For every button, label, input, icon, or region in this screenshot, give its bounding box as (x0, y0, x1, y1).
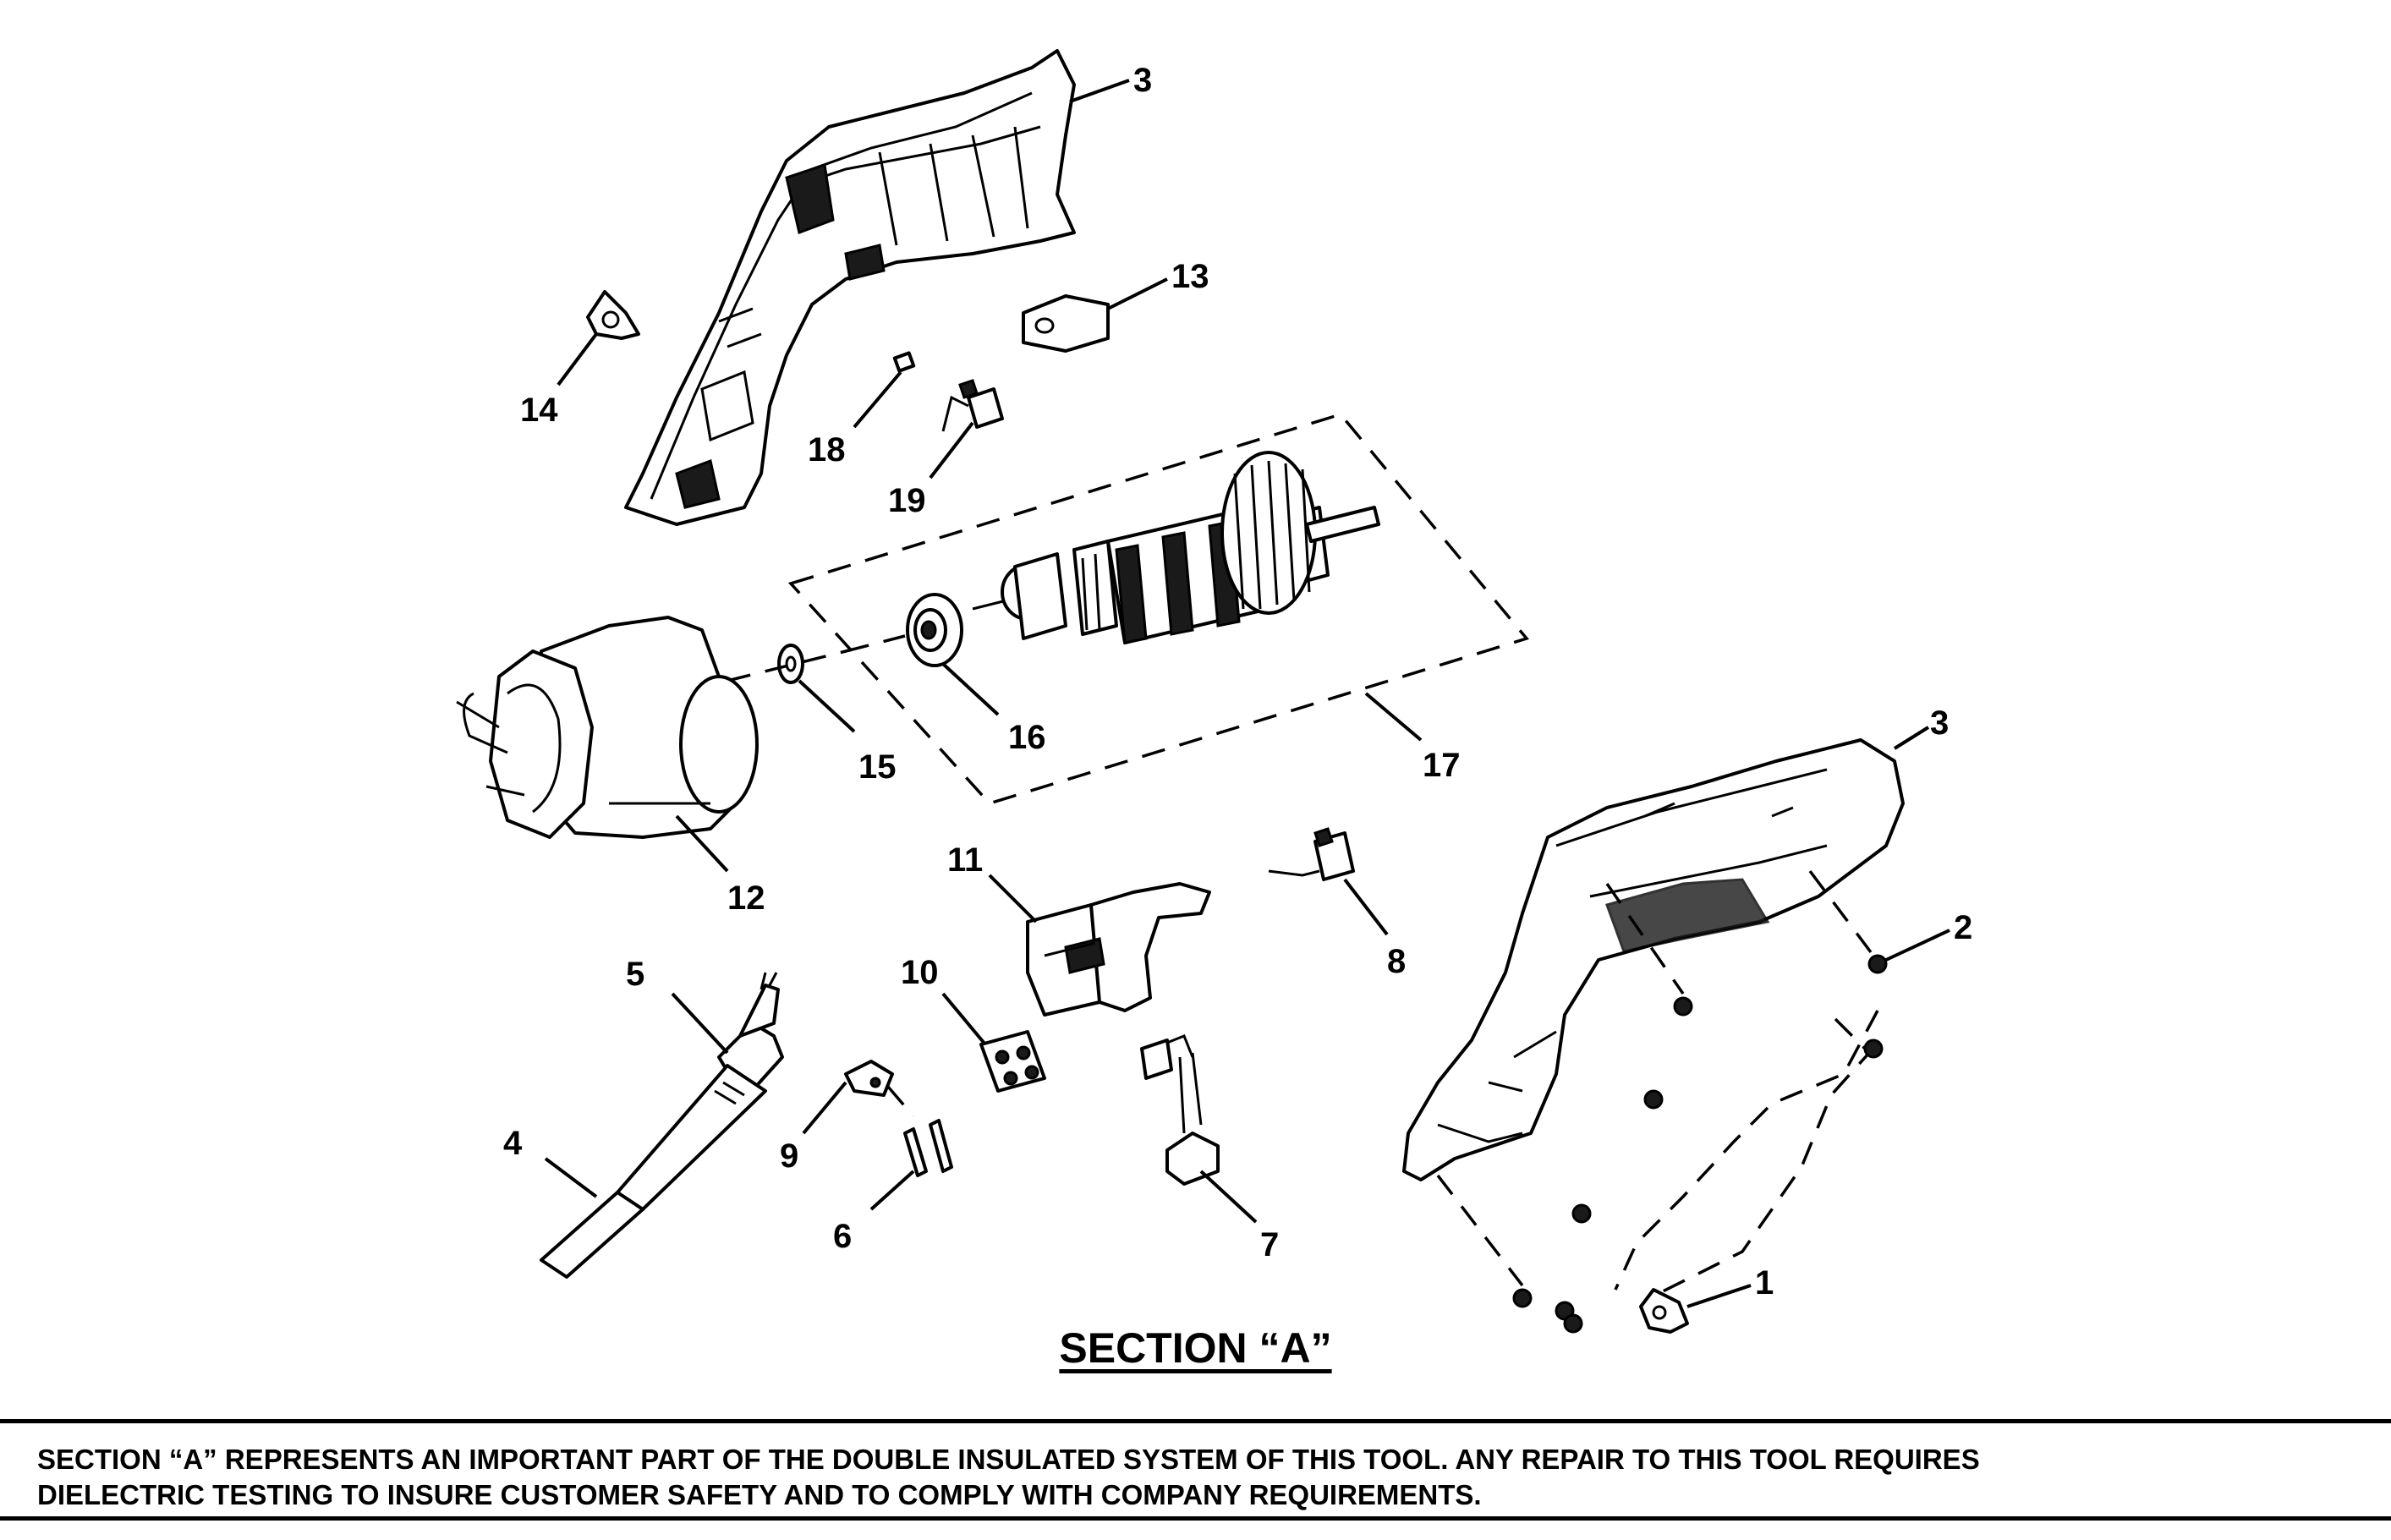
cord-clamp-9 (844, 1060, 894, 1097)
axis-line (727, 634, 906, 682)
housing-half-bottom (1402, 738, 1905, 1181)
leader-5 (671, 992, 729, 1055)
callout-1: 1 (1755, 1264, 1774, 1302)
switch-11 (1026, 882, 1211, 1017)
brush-13 (1022, 294, 1110, 353)
leader-7 (1199, 1170, 1258, 1224)
section-title-text: SECTION “A” (1059, 1324, 1332, 1372)
leader-3-bottom (1893, 726, 1930, 750)
callout-12: 12 (727, 880, 765, 917)
housing-half-top (624, 49, 1076, 526)
callout-14: 14 (520, 392, 558, 429)
callout-3-top: 3 (1133, 62, 1152, 99)
leader-10 (941, 992, 987, 1046)
callout-5: 5 (626, 956, 644, 993)
callout-6: 6 (833, 1218, 852, 1255)
callout-17: 17 (1423, 747, 1461, 784)
leader-11 (988, 874, 1038, 923)
callout-2: 2 (1954, 909, 1972, 946)
leader-14 (557, 332, 598, 386)
brush-spring-8 (1268, 827, 1355, 881)
leader-6 (869, 1170, 915, 1211)
screws-6 (903, 1119, 953, 1177)
callout-4: 4 (503, 1125, 523, 1162)
armature-assembly-box (787, 412, 1530, 805)
leader-13 (1107, 277, 1168, 310)
callout-10: 10 (901, 954, 939, 991)
section-title: SECTION “A” (0, 1324, 2391, 1373)
washer-15 (777, 644, 804, 684)
leader-1 (1686, 1284, 1752, 1308)
callout-9: 9 (780, 1137, 798, 1175)
capacitor-7 (1140, 1034, 1220, 1186)
callout-13: 13 (1171, 258, 1209, 295)
leader-19 (929, 421, 974, 480)
bearing-16 (906, 593, 963, 667)
screw-axis-6 (886, 1085, 915, 1118)
cord-4-5 (540, 972, 784, 1279)
callout-8: 8 (1387, 943, 1406, 980)
leader-8 (1343, 878, 1389, 936)
clip-1 (1639, 1288, 1689, 1334)
leader-17 (1364, 692, 1423, 742)
armature-17 (972, 451, 1380, 644)
field-12 (456, 616, 759, 839)
callout-19: 19 (888, 482, 926, 519)
terminal-block-10 (979, 1030, 1046, 1093)
notice-line-2: DIELECTRIC TESTING TO INSURE CUSTOMER SA… (37, 1479, 1482, 1510)
screws-2 (1436, 869, 1888, 1334)
callout-7: 7 (1260, 1226, 1279, 1263)
clip-14 (586, 290, 640, 340)
leader-3-top (1069, 79, 1130, 103)
leader-9 (802, 1081, 847, 1135)
callout-18: 18 (808, 431, 846, 469)
notice-line-1: SECTION “A” REPRESENTS AN IMPORTANT PART… (37, 1444, 1980, 1475)
leader-2 (1885, 929, 1950, 962)
leader-15 (798, 679, 856, 733)
leader-18 (853, 370, 902, 429)
leader-16 (941, 662, 1000, 716)
callout-15: 15 (858, 748, 897, 786)
leader-4 (544, 1157, 598, 1198)
callout-3-bottom: 3 (1930, 704, 1949, 742)
callout-11: 11 (947, 841, 983, 879)
callout-16: 16 (1008, 719, 1046, 756)
spring-18 (892, 351, 916, 373)
brush-holder-19 (941, 379, 1004, 432)
leader-12 (675, 814, 729, 873)
notice-box: SECTION “A” REPRESENTS AN IMPORTANT PART… (0, 1419, 2391, 1521)
